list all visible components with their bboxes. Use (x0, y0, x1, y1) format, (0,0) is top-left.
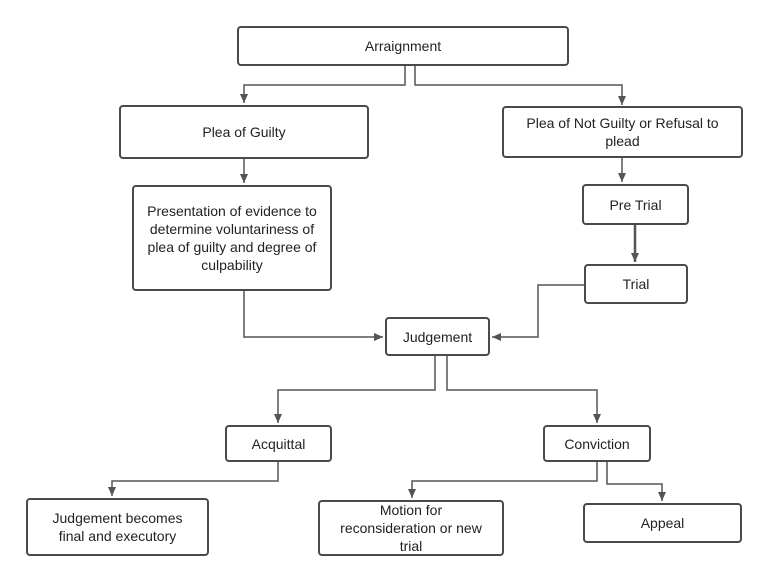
pre-trial-box: Pre Trial (582, 184, 689, 225)
arrow-arraignment-to-plea-guilty (240, 66, 406, 103)
arrow-judgement-to-acquittal (274, 356, 436, 423)
arrow-judgement-to-conviction (446, 356, 601, 423)
judgement-final-label: Judgement becomes final and executory (52, 510, 183, 544)
plea-not-guilty-label: Plea of Not Guilty or Refusal to plead (526, 115, 719, 149)
plea-of-guilty-box: Plea of Guilty (119, 105, 369, 159)
acquittal-label: Acquittal (251, 435, 306, 452)
arrow-evidence-to-judgement (243, 291, 383, 341)
conviction-label: Conviction (564, 435, 630, 452)
motion-label: Motion for reconsideration or new trial (340, 502, 482, 554)
motion-box: Motion for reconsideration or new trial (318, 500, 504, 556)
plea-of-guilty-label: Plea of Guilty (202, 124, 286, 140)
arrow-arraignment-to-plea-not-guilty (414, 66, 626, 105)
arraignment-box: Arraignment (237, 26, 569, 66)
appeal-label: Appeal (640, 515, 685, 531)
plea-not-guilty-box: Plea of Not Guilty or Refusal to plead (502, 106, 743, 158)
conviction-box: Conviction (543, 425, 651, 462)
pre-trial-label: Pre Trial (609, 196, 662, 213)
arrow-trial-to-judgement (492, 284, 584, 341)
arraignment-label: Arraignment (364, 38, 442, 54)
judgement-final-box: Judgement becomes final and executory (26, 498, 209, 556)
arrow-acquittal-to-judgement-final (108, 462, 279, 496)
trial-box: Trial (584, 264, 688, 304)
judgement-box: Judgement (385, 317, 490, 356)
arrow-conviction-to-motion (408, 462, 598, 498)
arrow-conviction-to-appeal (606, 462, 666, 501)
trial-label: Trial (622, 276, 650, 292)
appeal-box: Appeal (583, 503, 742, 543)
presentation-evidence-box: Presentation of evidence to determine vo… (132, 185, 332, 291)
presentation-evidence-label: Presentation of evidence to determine vo… (147, 203, 317, 273)
judgement-label: Judgement (402, 328, 473, 345)
acquittal-box: Acquittal (225, 425, 332, 462)
